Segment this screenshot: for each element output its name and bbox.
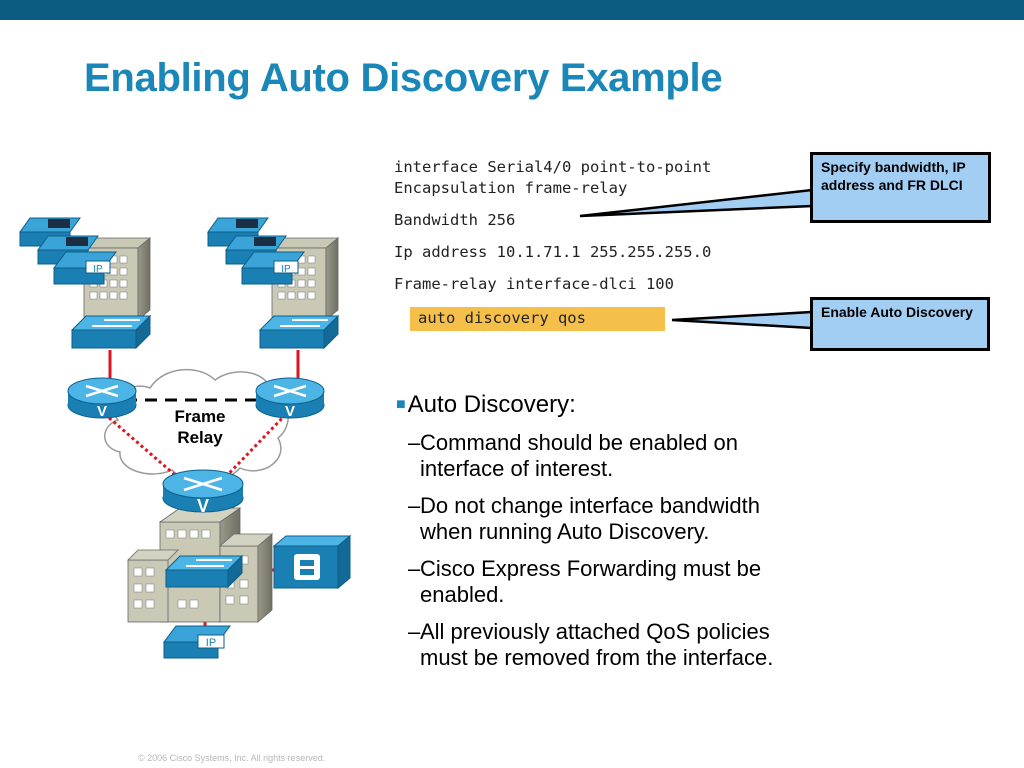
sub-bullet-2-line-2: when running Auto Discovery. — [420, 519, 710, 544]
phone-ip-label: IP — [281, 264, 291, 275]
config-line-encapsulation: Encapsulation frame-relay — [394, 179, 628, 197]
router-v-label: V — [197, 496, 209, 516]
dash-icon: – — [408, 493, 421, 518]
config-line-auto-discovery: auto discovery qos — [410, 307, 665, 331]
switch-icon — [164, 554, 244, 589]
ip-phone-icon: IP — [53, 251, 117, 285]
ip-phone-icon: IP — [163, 625, 231, 659]
config-line-interface: interface Serial4/0 point-to-point — [394, 158, 712, 176]
sub-bullet-3-line-2: enabled. — [420, 582, 505, 607]
callout-bandwidth: Specify bandwidth, IP address and FR DLC… — [810, 152, 991, 223]
switch-icon — [70, 314, 152, 350]
sub-bullet-1-line-2: interface of interest. — [420, 456, 614, 481]
sub-bullet-2: –Do not change interface bandwidth when … — [408, 493, 848, 545]
sub-bullet-3: –Cisco Express Forwarding must be enable… — [408, 556, 848, 608]
phone-ip-label: IP — [93, 264, 103, 275]
config-line-ip-address: Ip address 10.1.71.1 255.255.255.0 — [394, 243, 712, 261]
bullet-heading: ■Auto Discovery: — [396, 391, 576, 419]
sub-bullet-4-line-2: must be removed from the interface. — [420, 645, 774, 670]
router-icon: V — [255, 377, 325, 420]
dash-icon: – — [408, 619, 421, 644]
sub-bullet-4: –All previously attached QoS policies mu… — [408, 619, 848, 671]
sub-bullet-1: –Command should be enabled on interface … — [408, 430, 848, 482]
office-building-icon — [270, 237, 340, 321]
sub-bullet-4-line-1: All previously attached QoS policies — [420, 619, 770, 644]
dash-icon: – — [408, 556, 421, 581]
network-diagram: Frame Relay — [19, 217, 352, 659]
bullet-heading-text: Auto Discovery: — [407, 391, 576, 418]
cloud-label-relay: Relay — [177, 428, 223, 447]
copyright-footer: © 2006 Cisco Systems, Inc. All rights re… — [138, 753, 326, 763]
sub-bullet-3-line-1: Cisco Express Forwarding must be — [420, 556, 762, 581]
top-accent-bar — [0, 0, 1024, 20]
callout-pointer-auto — [671, 310, 814, 330]
dash-icon: – — [408, 430, 421, 455]
bullet-square-icon: ■ — [396, 396, 406, 413]
sub-bullet-2-line-1: Do not change interface bandwidth — [420, 493, 761, 518]
router-icon: V — [67, 377, 137, 420]
config-line-bandwidth: Bandwidth 256 — [394, 211, 516, 229]
call-manager-icon — [272, 534, 352, 590]
fr-link-left — [99, 408, 191, 490]
router-icon: V — [162, 469, 244, 516]
config-line-dlci: Frame-relay interface-dlci 100 — [394, 275, 674, 293]
switch-icon — [258, 314, 340, 350]
callout-pointer-bandwidth — [579, 188, 814, 218]
ip-phone-icon: IP — [241, 251, 305, 285]
office-building-icon — [127, 507, 274, 623]
router-v-label: V — [97, 403, 107, 420]
router-v-label: V — [285, 403, 295, 420]
phone-ip-label: IP — [206, 637, 216, 649]
slide-title: Enabling Auto Discovery Example — [84, 56, 723, 100]
cloud-label-frame: Frame — [174, 407, 225, 426]
callout-auto-discovery: Enable Auto Discovery — [810, 297, 990, 351]
sub-bullet-1-line-1: Command should be enabled on — [420, 430, 739, 455]
